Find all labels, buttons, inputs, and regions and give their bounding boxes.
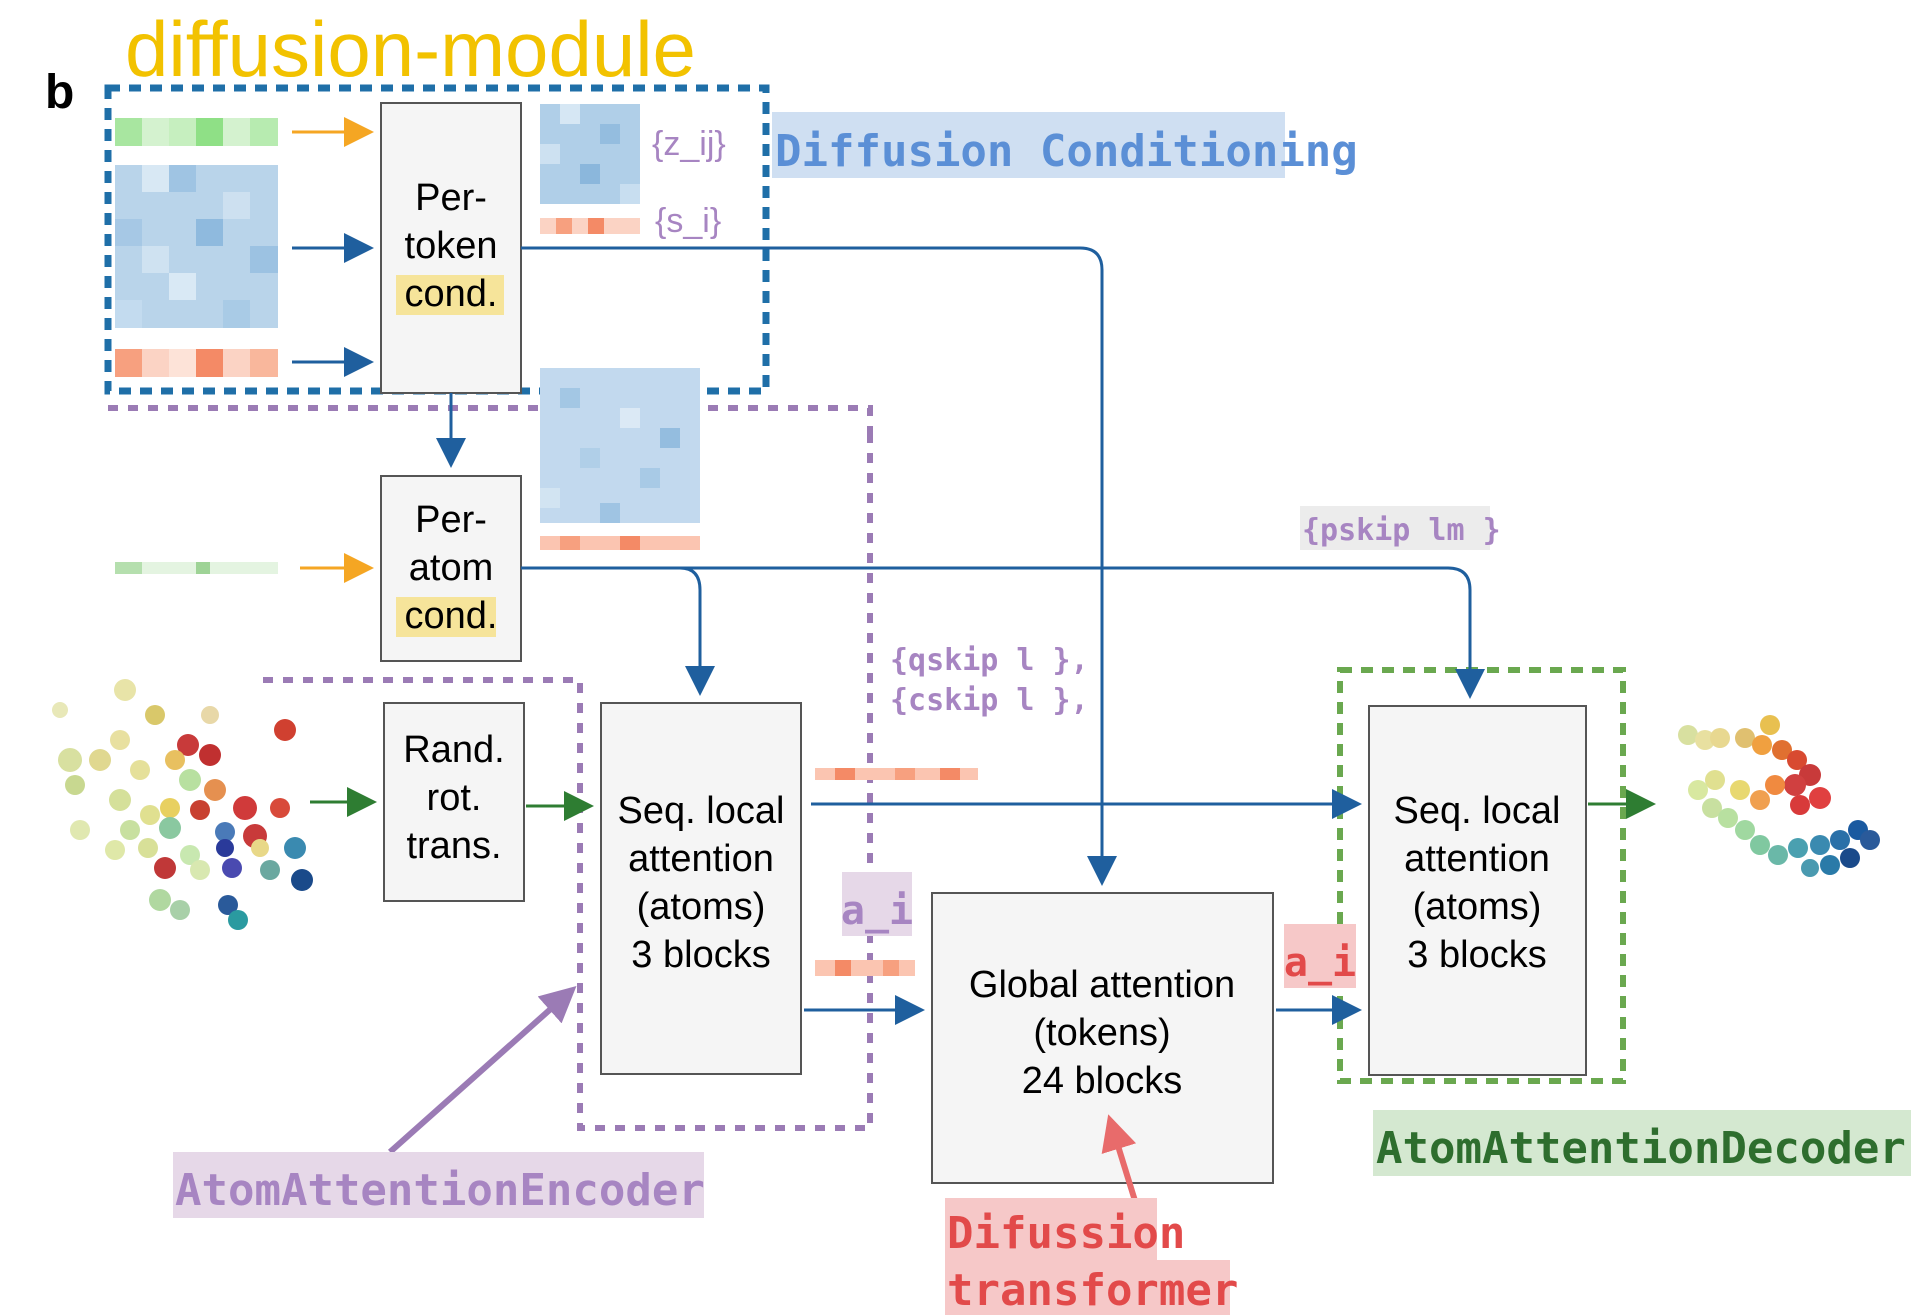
single-input-matrix (115, 165, 278, 328)
seq-local-enc-line2: attention (628, 838, 774, 880)
z-ij-matrix (540, 104, 640, 204)
rand-rot-line1: Rand. (403, 729, 504, 771)
seq-local-attention-encoder-box (600, 702, 802, 1075)
encoder-skip-strip (815, 768, 978, 780)
pair-input-strip (115, 118, 278, 146)
seq-local-enc-line4: 3 blocks (631, 934, 770, 976)
a-i-strip-left (815, 960, 915, 976)
atom-pair-matrix (540, 368, 700, 523)
atom-single-strip (540, 536, 700, 550)
pskip-label-bg (1300, 506, 1490, 550)
rand-rot-line2: rot. (427, 777, 482, 819)
panel-letter: b (45, 66, 74, 119)
arrow-per-atom-to-decoder (680, 566, 1485, 699)
global-attn-line1: Global attention (969, 964, 1235, 1006)
decoder-label-bg (1373, 1110, 1911, 1176)
atom-attention-decoder-label: AtomAttentionDecoder (1376, 1123, 1906, 1174)
per-token-line2: token (405, 225, 498, 267)
rand-rot-trans-box (383, 702, 525, 902)
per-atom-line1: Per- (415, 499, 487, 541)
seq-local-dec-line3: (atoms) (1413, 886, 1542, 928)
seq-local-enc-line1: Seq. local (618, 790, 785, 832)
diffusion-transformer-label-line1: Difussion (947, 1208, 1185, 1259)
atom-input-strip (115, 562, 278, 574)
atom-attention-encoder-label: AtomAttentionEncoder (175, 1165, 705, 1216)
a-i-left-label: a_i (841, 888, 913, 934)
z-ij-label: {z_ij} (652, 125, 726, 163)
per-token-cond-highlight (396, 275, 504, 315)
per-token-line3: cond. (405, 273, 498, 315)
arrow-per-atom-to-encoder (521, 566, 715, 696)
per-token-line1: Per- (415, 177, 487, 219)
per-atom-cond-highlight (396, 597, 496, 637)
pskip-label: {pskip lm } (1302, 513, 1501, 548)
seq-local-dec-line1: Seq. local (1394, 790, 1561, 832)
transformer-label-bg-1 (945, 1198, 1157, 1260)
a-i-right-bg (1284, 924, 1356, 988)
s-i-strip (540, 218, 640, 234)
output-atom-structure (1678, 715, 1880, 877)
atom-attention-decoder-region (1337, 667, 1626, 1084)
global-attn-line3: 24 blocks (1022, 1060, 1183, 1102)
a-i-left-bg (842, 872, 912, 936)
input-atom-cloud (52, 679, 313, 930)
global-attn-line2: (tokens) (1033, 1012, 1170, 1054)
encoder-pointer-arrow (388, 986, 577, 1155)
s-i-label: {s_i} (655, 202, 721, 240)
seq-local-dec-line2: attention (1404, 838, 1550, 880)
seq-local-enc-line3: (atoms) (637, 886, 766, 928)
per-atom-line2: atom (409, 547, 493, 589)
seq-local-attention-decoder-box (1368, 705, 1587, 1076)
a-i-right-label: a_i (1284, 940, 1356, 986)
cskip-label: {cskip l }, (890, 683, 1089, 718)
rand-rot-line3: trans. (406, 825, 501, 867)
token-input-strip (115, 349, 278, 377)
arrow-per-token-to-global (521, 246, 1117, 886)
qskip-label: {qskip l }, (890, 643, 1089, 678)
diagram-title: diffusion-module (125, 5, 696, 93)
seq-local-dec-line4: 3 blocks (1407, 934, 1546, 976)
diffusion-transformer-label-line2: transformer (947, 1265, 1238, 1315)
diffusion-conditioning-label: Diffusion Conditioning (775, 126, 1358, 177)
encoder-label-bg (173, 1152, 704, 1218)
per-atom-line3: cond. (405, 595, 498, 637)
transformer-label-bg-2 (945, 1260, 1230, 1315)
diffusion-conditioning-label-bg (772, 112, 1285, 178)
